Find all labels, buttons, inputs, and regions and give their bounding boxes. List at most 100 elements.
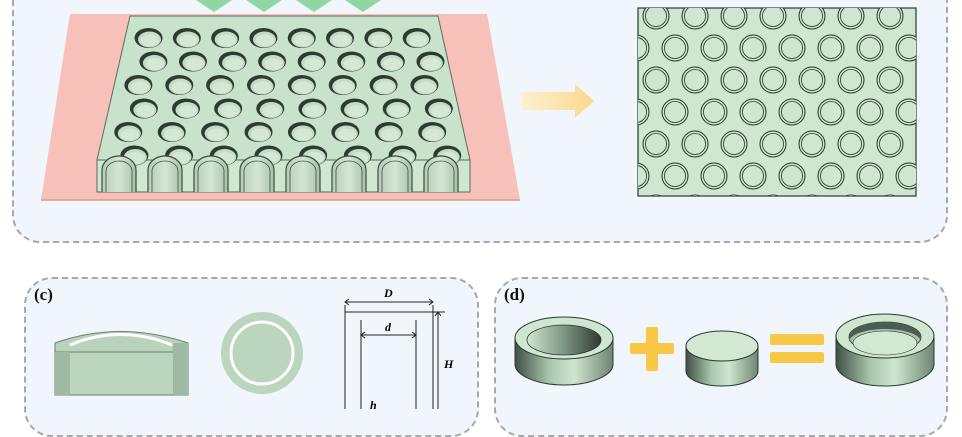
block-hole <box>403 28 431 48</box>
sheet-ring <box>818 99 844 125</box>
sheet-ring <box>779 35 805 61</box>
sheet-ring <box>916 131 942 157</box>
front-arch <box>424 156 458 192</box>
block-hole <box>201 122 229 142</box>
block-hole <box>172 99 200 119</box>
outer-ring-model <box>515 317 613 385</box>
inner-disc-model <box>686 331 758 386</box>
front-arch <box>102 156 136 192</box>
sheet-ring <box>838 131 864 157</box>
dimension-drawing <box>345 299 445 409</box>
sheet-ring <box>662 35 688 61</box>
block-hole <box>298 99 326 119</box>
sheet-ring <box>857 163 883 189</box>
top-view-ring <box>221 312 303 394</box>
figure-canvas: D d H h <box>0 0 962 409</box>
sheet-ring <box>877 195 903 221</box>
front-arch <box>286 156 320 192</box>
block-hole <box>329 75 357 95</box>
sheet-ring <box>838 67 864 93</box>
block-hole <box>124 75 152 95</box>
block-hole <box>377 52 405 72</box>
block-hole <box>211 28 239 48</box>
sheet-ring <box>643 131 669 157</box>
arrow-right <box>522 84 594 118</box>
sheet-ring <box>799 195 825 221</box>
sheet-ring <box>721 67 747 93</box>
sheet-ring <box>662 163 688 189</box>
block-hole <box>139 52 167 72</box>
dim-label-H: H <box>443 357 454 371</box>
arrow-down-4 <box>345 0 381 12</box>
block-hole <box>165 75 193 95</box>
block-hole <box>326 28 354 48</box>
block-hole <box>410 75 438 95</box>
dim-label-d: d <box>385 320 392 334</box>
dim-label-h: h <box>370 398 377 412</box>
front-arch <box>240 156 274 192</box>
sheet-ring <box>643 3 669 29</box>
block-hole <box>158 122 186 142</box>
block-hole <box>375 122 403 142</box>
sheet-ring <box>799 131 825 157</box>
sheet-ring <box>623 99 649 125</box>
sheet-ring <box>701 35 727 61</box>
block-hole <box>245 122 273 142</box>
block-hole <box>249 28 277 48</box>
sheet-ring <box>740 163 766 189</box>
sheet-ring <box>760 195 786 221</box>
sheet-ring <box>662 99 688 125</box>
block-hole <box>425 99 453 119</box>
sheet-ring <box>740 99 766 125</box>
sheet-ring <box>701 163 727 189</box>
block-hole <box>288 28 316 48</box>
sheet-ring <box>721 3 747 29</box>
sheet-ring <box>740 35 766 61</box>
sheet-ring <box>916 67 942 93</box>
sheet-ring <box>623 35 649 61</box>
sheet-ring <box>721 195 747 221</box>
arrow-down-3 <box>296 0 332 12</box>
sheet-ring <box>779 163 805 189</box>
block-hole <box>130 99 158 119</box>
block-hole <box>416 52 444 72</box>
block-hole <box>135 28 163 48</box>
sheet-ring <box>701 99 727 125</box>
sheet-ring <box>896 163 922 189</box>
block-hole <box>258 52 286 72</box>
block-hole <box>337 52 365 72</box>
sheet-ring <box>877 131 903 157</box>
sheet-ring <box>857 35 883 61</box>
plus-sign <box>630 327 674 371</box>
block-hole <box>206 75 234 95</box>
front-arch <box>194 156 228 192</box>
arrow-down-group <box>196 0 381 12</box>
sheet-ring <box>779 99 805 125</box>
sheet-ring <box>896 35 922 61</box>
sheet-ring <box>682 67 708 93</box>
sheet-ring <box>760 3 786 29</box>
front-arch <box>148 156 182 192</box>
front-arch <box>378 156 412 192</box>
block-hole <box>288 75 316 95</box>
sheet-ring <box>818 35 844 61</box>
sheet-ring <box>623 163 649 189</box>
block-hole <box>179 52 207 72</box>
block-hole <box>288 122 316 142</box>
arrow-down-1 <box>196 0 232 12</box>
sheet-ring <box>916 195 942 221</box>
dim-label-D: D <box>383 286 393 300</box>
sheet-ring <box>760 67 786 93</box>
block-hole <box>114 122 142 142</box>
sheet-ring <box>799 67 825 93</box>
front-arch <box>332 156 366 192</box>
equals-sign <box>770 334 824 363</box>
sheet-ring <box>721 131 747 157</box>
sheet-ring <box>896 99 922 125</box>
block-hole <box>247 75 275 95</box>
sheet-ring <box>682 195 708 221</box>
block-hole <box>383 99 411 119</box>
block-hole <box>298 52 326 72</box>
sheet-ring <box>877 3 903 29</box>
sheet-ring <box>682 3 708 29</box>
